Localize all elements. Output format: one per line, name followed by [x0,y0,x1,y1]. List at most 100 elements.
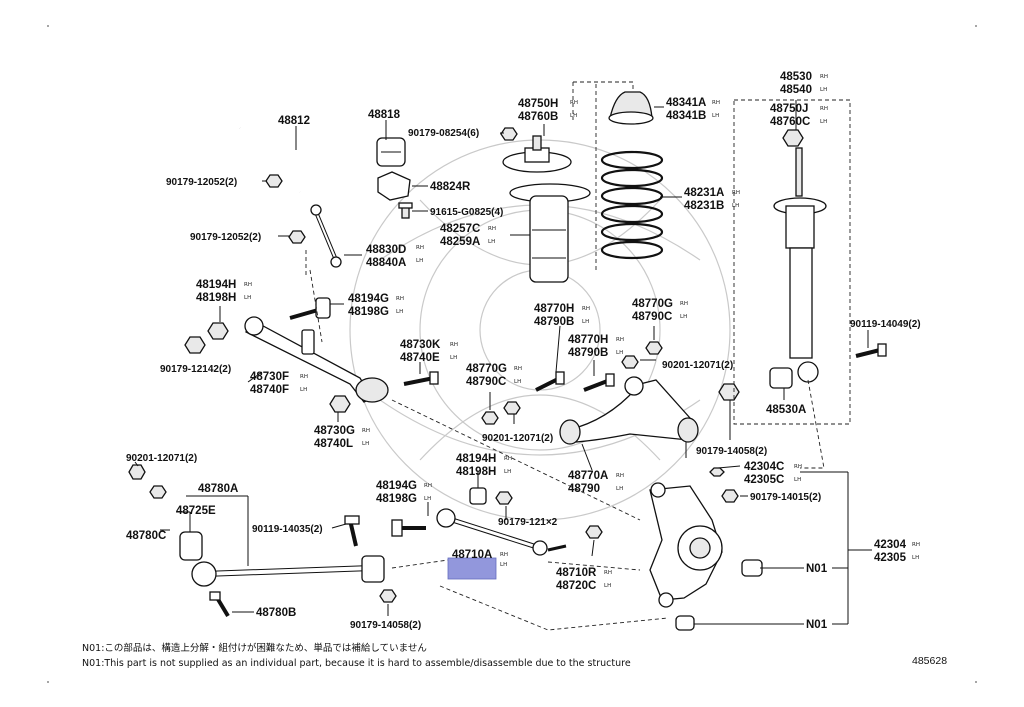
steering-knuckle[interactable] [649,482,723,608]
coil-spring[interactable] [600,150,664,260]
bolt-icon[interactable] [391,519,426,537]
nut-icon[interactable] [500,127,518,141]
lower-arm-48730[interactable] [244,316,389,403]
part-number-label[interactable]: 48259A [440,236,480,248]
nut-icon[interactable] [481,411,499,425]
part-number-label[interactable]: 48710R [556,567,597,579]
part-number-label[interactable]: N01 [806,619,828,631]
stabilizer-bar[interactable] [239,126,357,200]
part-number-label[interactable]: 48770H [534,303,574,315]
part-number-label[interactable]: 90201-12071(2) [126,453,197,464]
bolt-icon[interactable] [535,371,565,392]
bushing-icon[interactable] [469,487,487,505]
part-number-label[interactable]: 48740L [314,438,353,450]
part-number-label[interactable]: 48824R [430,181,471,193]
part-number-label[interactable]: 90201-12071(2) [482,433,553,444]
part-number-label[interactable]: 48770G [466,363,507,375]
nut-icon[interactable] [379,589,397,603]
nut-icon[interactable] [184,336,206,354]
bushing-icon[interactable] [179,531,203,561]
selection-highlight[interactable] [447,557,497,580]
part-number-label[interactable]: 48740F [250,384,289,396]
strut-mount[interactable] [502,135,572,173]
part-number-label[interactable]: 48780B [256,607,296,619]
part-number-label[interactable]: 48198H [196,292,236,304]
part-number-label[interactable]: 48341A [666,97,706,109]
part-number-label[interactable]: 90179-14058(2) [350,620,421,631]
nut-icon[interactable] [718,383,740,401]
part-number-label[interactable]: 48790B [568,347,608,359]
nut-icon[interactable] [645,341,663,355]
bolt-icon[interactable] [209,591,230,618]
part-number-label[interactable]: 48730F [250,371,289,383]
nut-icon[interactable] [503,401,521,415]
upper-arm[interactable] [559,376,699,458]
part-number-label[interactable]: 48231A [684,187,724,199]
bushing-icon[interactable] [741,559,763,577]
nut-icon[interactable] [149,485,167,499]
part-number-label[interactable]: 48198H [456,466,496,478]
nut-icon[interactable] [621,355,639,369]
part-number-label[interactable]: 48818 [368,109,401,121]
part-number-label[interactable]: 48341B [666,110,706,122]
part-number-label[interactable]: N01 [806,563,828,575]
part-number-label[interactable]: 48812 [278,115,310,127]
nut-icon[interactable] [782,129,804,147]
bushing-icon[interactable] [769,367,793,389]
part-number-label[interactable]: 48790C [632,311,672,323]
part-number-label[interactable]: 90179-12052(2) [166,177,237,188]
part-number-label[interactable]: 48840A [366,257,406,269]
part-number-label[interactable]: 48770A [568,470,608,482]
part-number-label[interactable]: 42304 [874,539,907,551]
part-number-label[interactable]: 90179-121×2 [498,517,558,528]
part-number-label[interactable]: 90179-14015(2) [750,492,821,503]
part-number-label[interactable]: 48780C [126,530,166,542]
part-number-label[interactable]: 48540 [780,84,812,96]
part-number-label[interactable]: 48770H [568,334,608,346]
stabilizer-link[interactable] [310,204,342,268]
spring-insulator[interactable] [608,91,654,125]
part-number-label[interactable]: 90179-12052(2) [190,232,261,243]
bound-stopper[interactable] [509,183,591,283]
part-number-label[interactable]: 48750H [518,98,558,110]
part-number-label[interactable]: 48730K [400,339,441,351]
part-number-label[interactable]: 48194G [348,293,389,305]
part-number-label[interactable]: 48790B [534,316,574,328]
nut-icon[interactable] [128,464,146,480]
part-number-label[interactable]: 48790 [568,483,600,495]
nut-icon[interactable] [721,489,739,503]
part-number-label[interactable]: 48725E [176,505,216,517]
part-number-label[interactable]: 48194G [376,480,417,492]
trailing-arm[interactable] [191,555,385,587]
part-number-label[interactable]: 48530A [766,404,806,416]
part-number-label[interactable]: 48770G [632,298,673,310]
stabilizer-bracket[interactable] [377,171,411,201]
part-number-label[interactable]: 48231B [684,200,724,212]
nut-icon[interactable] [288,230,306,244]
bolt-icon[interactable] [855,343,887,358]
bolt-icon[interactable] [583,373,615,392]
part-number-label[interactable]: 91615-G0825(4) [430,207,503,218]
part-number-label[interactable]: 48530 [780,71,812,83]
part-number-label[interactable]: 42304C [744,461,784,473]
nut-icon[interactable] [207,322,229,340]
part-number-label[interactable]: 90119-14049(2) [850,319,921,330]
nut-icon[interactable] [585,525,603,539]
part-number-label[interactable]: 48194H [456,453,496,465]
nut-icon[interactable] [709,467,725,477]
part-number-label[interactable]: 48780A [198,483,238,495]
shock-absorber[interactable] [773,147,827,383]
part-number-label[interactable]: 48750J [770,103,808,115]
part-number-label[interactable]: 48760B [518,111,558,123]
bolt-icon[interactable] [289,297,331,320]
part-number-label[interactable]: 48198G [376,493,417,505]
bolt-icon[interactable] [398,202,413,219]
part-number-label[interactable]: 48760C [770,116,810,128]
bolt-icon[interactable] [344,515,360,547]
nut-icon[interactable] [329,395,351,413]
part-number-label[interactable]: 42305 [874,552,907,564]
part-number-label[interactable]: 48194H [196,279,236,291]
part-number-label[interactable]: 90179-14058(2) [696,446,767,457]
part-number-label[interactable]: 90179-08254(6) [408,128,479,139]
part-number-label[interactable]: 42305C [744,474,784,486]
